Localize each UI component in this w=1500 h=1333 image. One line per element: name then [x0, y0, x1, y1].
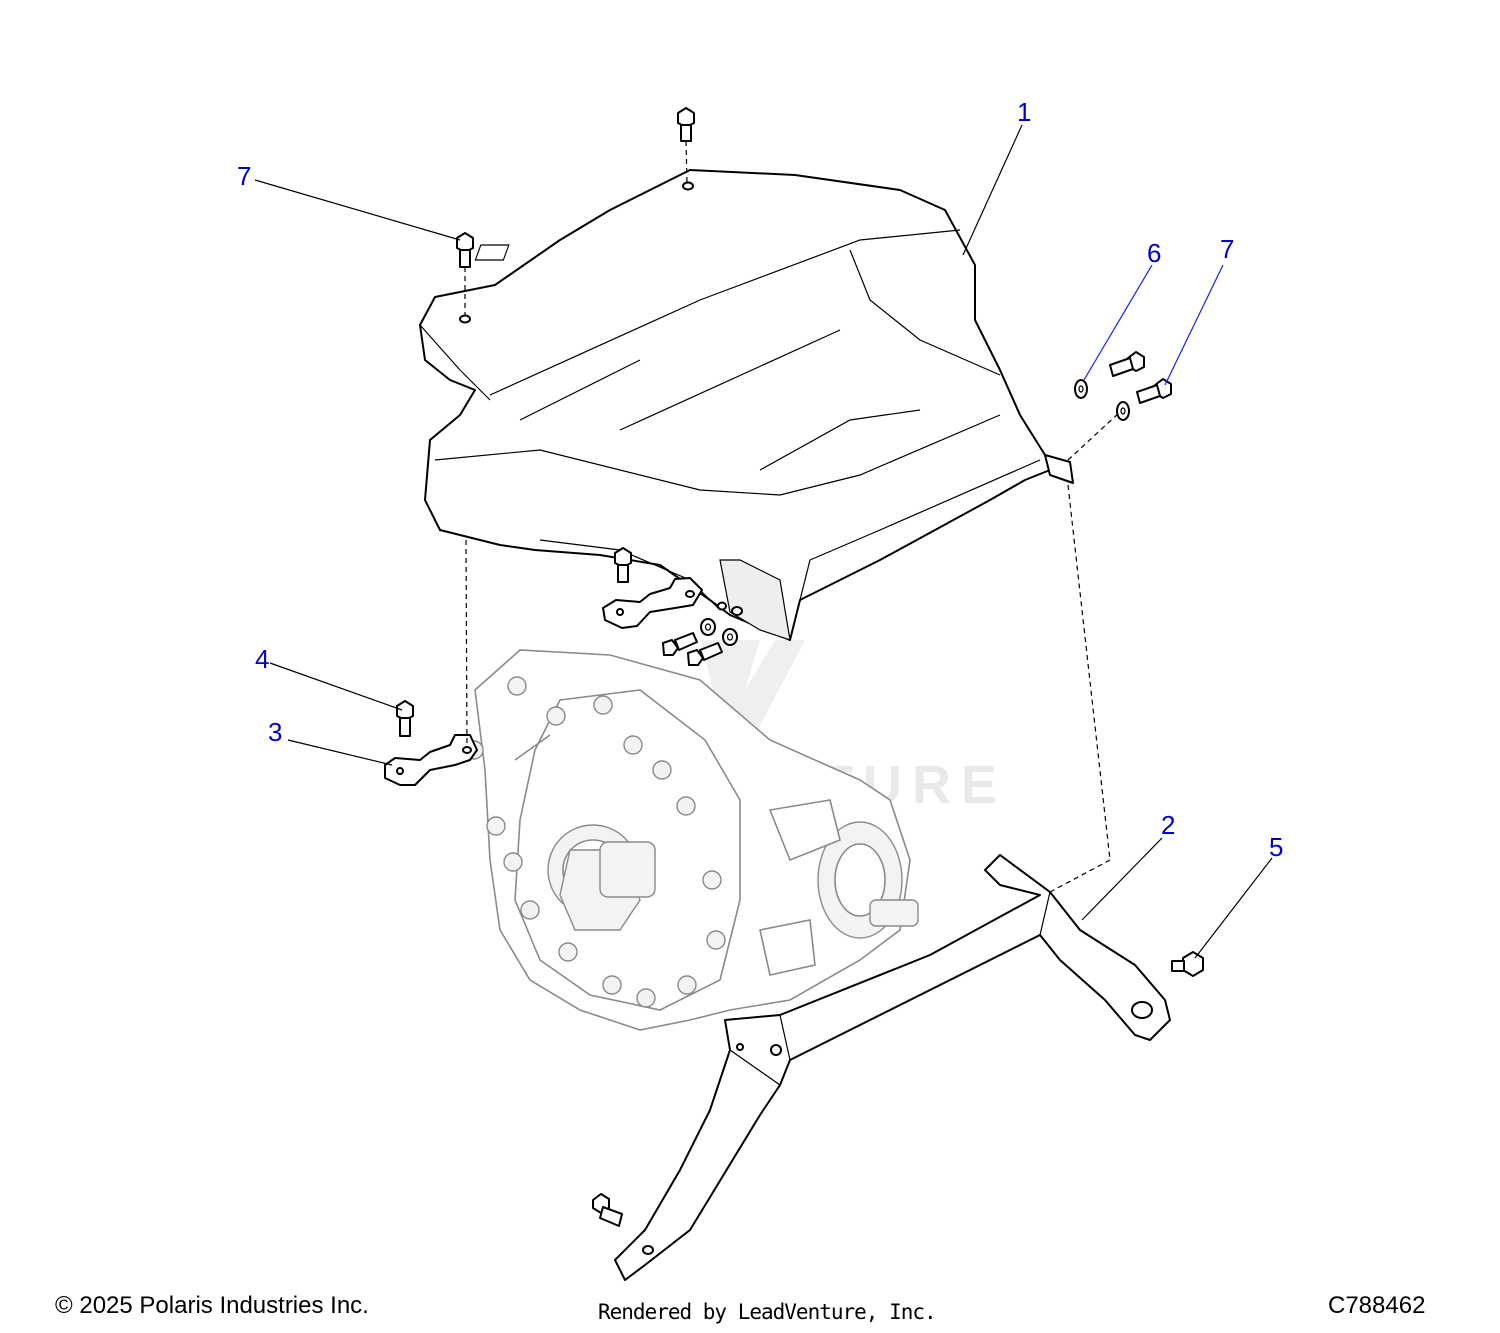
lower-bracket — [614, 854, 1171, 1281]
callout-7-left: 7 — [237, 161, 251, 191]
callout-7-right: 7 — [1220, 234, 1234, 264]
callout-3: 3 — [268, 717, 282, 747]
leader-lines — [254, 124, 1273, 959]
bolt-center-left-2 — [687, 642, 723, 666]
strap-bracket-center — [602, 577, 703, 629]
callout-4: 4 — [255, 644, 269, 674]
washer-6 — [1074, 379, 1088, 399]
callout-2: 2 — [1161, 810, 1175, 840]
washer-center-1 — [700, 618, 716, 636]
washer-right — [1116, 401, 1130, 421]
washer-center-2 — [722, 628, 738, 646]
rendered-by-text: Rendered by LeadVenture, Inc. — [598, 1300, 937, 1324]
bolt-center-left-1 — [662, 632, 698, 656]
bolt-5 — [1171, 951, 1204, 977]
bolt-7-left — [456, 232, 474, 268]
callout-1: 1 — [1017, 97, 1031, 127]
strap-bracket-left — [384, 734, 478, 786]
bolt-top-center — [677, 107, 695, 142]
callouts: 1 2 3 4 5 6 7 7 — [237, 97, 1283, 862]
bolt-right-upper — [1109, 351, 1145, 377]
callout-5: 5 — [1269, 832, 1283, 862]
bolt-center-upper — [614, 547, 632, 583]
bolt-bottom-left — [592, 1193, 623, 1227]
copyright-text: © 2025 Polaris Industries Inc. — [55, 1292, 369, 1319]
gearcase — [464, 649, 919, 1031]
bolt-7-right — [1136, 378, 1172, 404]
bolt-4 — [396, 700, 414, 737]
diagram-code: C788462 — [1328, 1292, 1426, 1319]
callout-6: 6 — [1147, 238, 1161, 268]
assembly-lines — [464, 140, 1121, 893]
upper-heat-shield — [419, 169, 1074, 641]
